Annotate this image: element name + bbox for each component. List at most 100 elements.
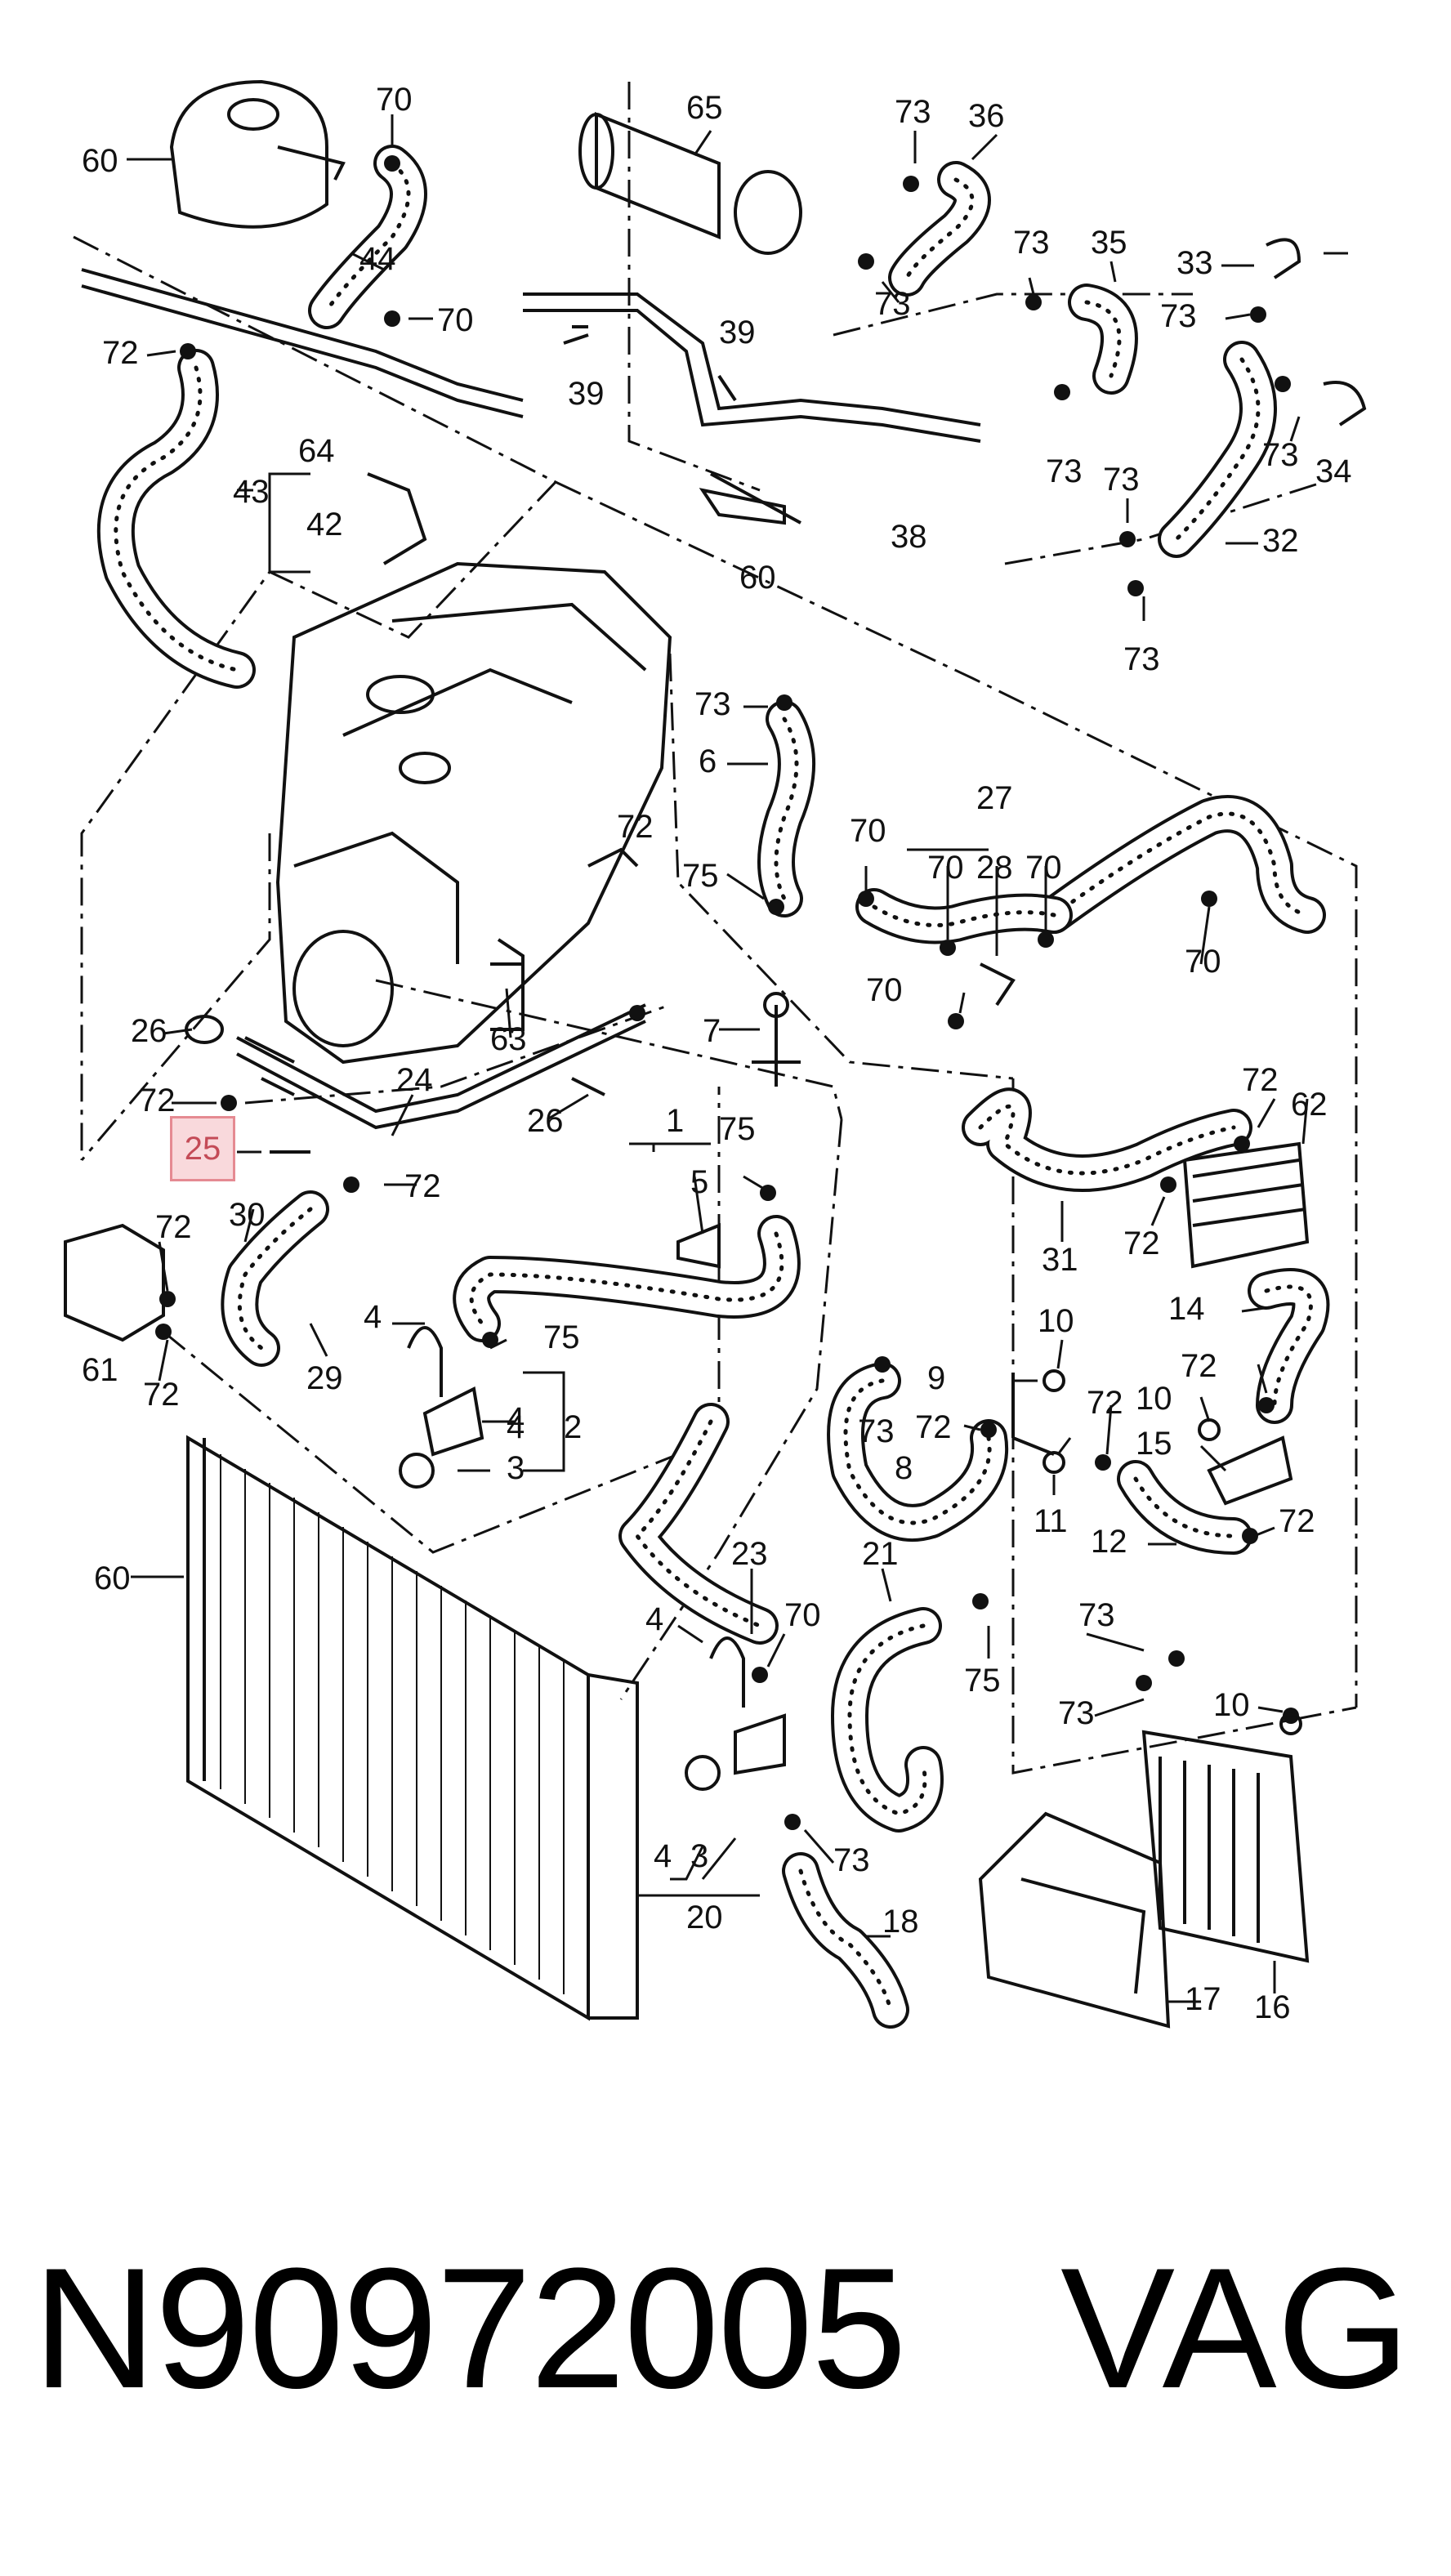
callout-73: 73	[1078, 1597, 1115, 1633]
auxiliary-pump-65	[578, 112, 802, 255]
callout-19: 20	[686, 1900, 723, 1935]
callout-73: 73	[1160, 298, 1197, 334]
callout-28: 30	[229, 1197, 266, 1233]
callout-61: 63	[490, 1021, 527, 1057]
expansion-tank-62	[64, 1223, 165, 1342]
callout-10: 10	[1213, 1687, 1250, 1723]
callout-72: 72	[404, 1168, 441, 1204]
callout-9: 9	[927, 1360, 945, 1396]
callout-11: 11	[1034, 1503, 1068, 1539]
callout-4: 4	[645, 1601, 663, 1637]
callout-60: 60	[94, 1560, 131, 1596]
expansion-tank-top	[169, 79, 346, 229]
callout-24: 26	[131, 1013, 167, 1049]
callout-73: 73	[858, 1413, 895, 1449]
callout-4: 4	[654, 1838, 672, 1874]
callout-8: 8	[895, 1450, 913, 1486]
part-number-text: N90972005	[33, 2232, 907, 2424]
callout-4: 4	[507, 1401, 525, 1437]
callout-16: 16	[1254, 1989, 1291, 2025]
callout-10: 10	[1136, 1381, 1172, 1417]
callout-70: 70	[1185, 944, 1221, 980]
callout-75: 75	[964, 1663, 1001, 1699]
callout-75: 75	[682, 858, 719, 894]
callout-43: 43	[233, 474, 270, 510]
oil-cooler-63	[1182, 1141, 1310, 1269]
callout-70: 70	[437, 302, 474, 338]
callout-63: 62	[1291, 1087, 1328, 1123]
callout-17: 17	[1185, 1981, 1221, 2017]
callout-72: 72	[1242, 1062, 1279, 1098]
callout-73: 73	[1046, 453, 1083, 489]
air-duct-17	[978, 1811, 1171, 2029]
callout-70: 70	[866, 972, 903, 1008]
callout-75: 73	[694, 686, 731, 722]
callout-73: 73	[833, 1842, 870, 1878]
callout-73: 73	[1058, 1695, 1095, 1731]
callout-36: 28	[976, 850, 1013, 886]
hose-clamps	[155, 155, 1299, 1830]
engine-block	[275, 561, 672, 1065]
callout-70: 70	[850, 813, 886, 849]
radiator	[186, 1435, 639, 2021]
callout-72: 72	[617, 809, 654, 845]
callout-27: 29	[306, 1360, 343, 1396]
callout-73: 73	[1262, 437, 1299, 473]
highlighted-callout-label: 25	[184, 1130, 221, 1167]
callout-1: 1	[666, 1103, 684, 1139]
callout-29: 31	[1042, 1242, 1078, 1278]
callout-21: 23	[731, 1536, 768, 1572]
callout-72: 72	[102, 335, 139, 371]
callout-70: 70	[784, 1597, 821, 1633]
callout-73: 73	[895, 94, 931, 130]
callout-42: 42	[306, 507, 343, 542]
fittings	[185, 238, 1367, 1791]
leader-lines	[127, 114, 1348, 2003]
callout-31: 33	[1176, 245, 1213, 281]
callout-32: 34	[1315, 453, 1352, 489]
callout-4: 4	[364, 1299, 382, 1335]
callout-14: 14	[1168, 1291, 1205, 1327]
callout-5: 5	[690, 1164, 708, 1200]
highlighted-callout-25[interactable]: 25	[170, 1116, 235, 1181]
callout-3: 3	[690, 1838, 708, 1874]
callout-72: 72	[915, 1409, 952, 1445]
callout-70: 70	[927, 850, 964, 886]
callout-6: 6	[699, 743, 717, 779]
callout-4: 4	[507, 1409, 525, 1445]
callout-30: 32	[1262, 523, 1299, 559]
callout-70: 70	[376, 82, 413, 118]
callout-62: 61	[82, 1352, 118, 1388]
callout-64: 64	[298, 433, 335, 469]
callout-60: 60	[82, 143, 118, 179]
callout-75: 75	[543, 1319, 580, 1355]
assembly-dash-lines	[73, 82, 1358, 1775]
callout-72: 72	[155, 1209, 192, 1245]
coolant-pipes	[81, 268, 981, 1130]
intercooler-16	[1141, 1730, 1310, 1963]
callout-26: 26	[527, 1103, 564, 1139]
callout-72: 72	[1279, 1503, 1315, 1539]
callout-39: 39	[568, 376, 605, 412]
callout-18: 18	[882, 1904, 919, 1940]
callout-72: 72	[1181, 1348, 1217, 1384]
callout-34: 36	[968, 98, 1005, 134]
callout-23: 24	[396, 1062, 433, 1098]
callout-72: 72	[139, 1083, 176, 1118]
callout-73: 73	[1013, 225, 1050, 261]
callout-44: 44	[359, 241, 396, 277]
callout-73: 73	[1103, 462, 1140, 498]
callout-73: 73	[874, 286, 911, 322]
cooling-system-exploded-diagram: 60 70 44 70 72 64 43 42 65 73 36 73 39 3…	[64, 79, 1367, 2029]
callout-65: 65	[686, 90, 723, 126]
callout-2: 2	[564, 1409, 582, 1445]
callout-72: 72	[1087, 1385, 1123, 1421]
callout-39: 39	[719, 315, 756, 350]
callout-70: 70	[1025, 850, 1062, 886]
callout-20: 21	[862, 1536, 899, 1572]
callout-60: 60	[739, 560, 776, 596]
callout-75: 75	[719, 1111, 756, 1147]
callout-3: 3	[507, 1450, 525, 1486]
brand-text: VAG	[1060, 2232, 1410, 2424]
callout-72: 72	[1123, 1225, 1160, 1261]
